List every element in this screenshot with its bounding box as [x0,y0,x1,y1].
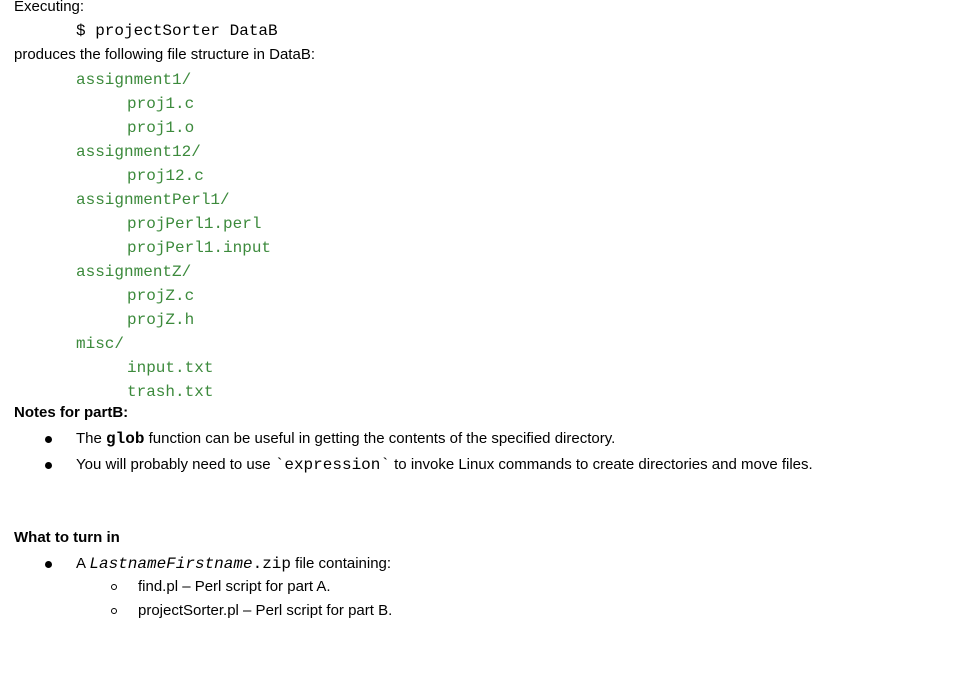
bullet-icon [45,462,52,469]
bullet-text: function can be useful in getting the co… [144,430,616,447]
circle-bullet-icon [111,608,117,614]
inline-code: `expression` [274,456,390,474]
tree-dir: misc/ [76,335,125,353]
bullet-text: to invoke Linux commands to create direc… [389,456,813,473]
inline-code: glob [106,430,145,448]
tree-dir: assignment1/ [76,71,192,89]
item-text: file containing: [291,555,392,572]
bullet-icon [45,561,52,568]
tree-file: trash.txt [127,383,214,401]
tree-file: projPerl1.input [127,239,272,257]
turnin-subitem: find.pl – Perl script for part A. [138,578,331,595]
command-line: $ projectSorter DataB [76,22,278,40]
tree-dir: assignment12/ [76,143,201,161]
tree-file: projZ.c [127,287,195,305]
bullet-icon [45,436,52,443]
tree-dir: assignmentZ/ [76,263,192,281]
item-text: A [76,555,90,572]
bullet-text: You will probably need to use [76,456,275,473]
notes-bullet-2: You will probably need to use `expressio… [76,454,813,476]
bullet-text: The [76,430,107,447]
tree-file: proj1.c [127,95,195,113]
circle-bullet-icon [111,584,117,590]
tree-file: projPerl1.perl [127,215,262,233]
turnin-heading: What to turn in [14,529,120,546]
tree-file: projZ.h [127,311,195,329]
tree-file: input.txt [127,359,214,377]
tree-file: proj1.o [127,119,195,137]
turnin-subitem: projectSorter.pl – Perl script for part … [138,602,393,619]
produces-text: produces the following file structure in… [14,46,315,63]
tree-dir: assignmentPerl1/ [76,191,230,209]
notes-bullet-1: The glob function can be useful in getti… [76,428,615,450]
tree-file: proj12.c [127,167,204,185]
notes-heading: Notes for partB: [14,404,129,421]
inline-code-italic: LastnameFirstname [89,555,253,573]
executing-label: Executing: [14,0,85,15]
inline-code: .zip [252,555,291,573]
turnin-item: A LastnameFirstname.zip file containing: [76,553,391,575]
